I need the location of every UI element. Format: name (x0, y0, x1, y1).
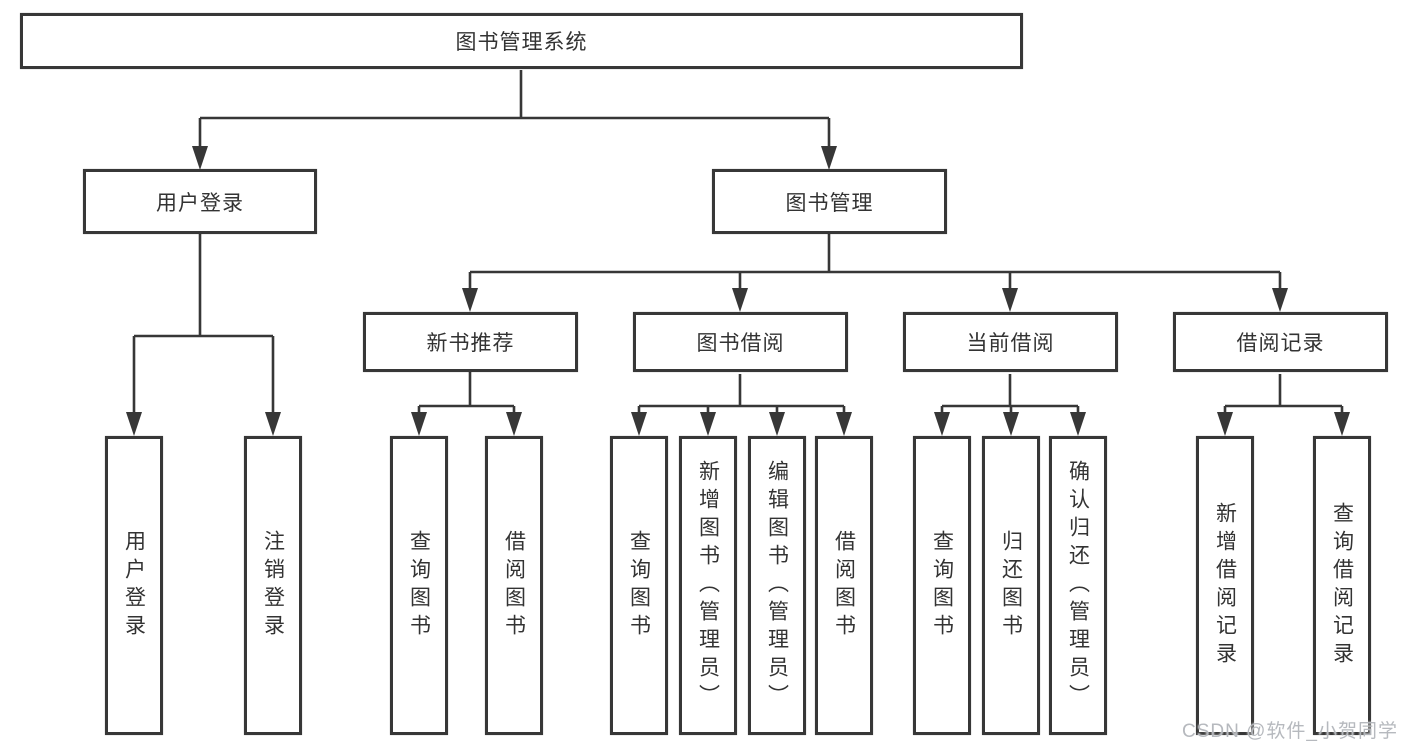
leaf-add-borrow-record: 新增借阅记录 (1196, 436, 1254, 735)
node-library-management-system: 图书管理系统 (20, 13, 1023, 69)
arrowhead (700, 412, 716, 436)
watermark: CSDN @软件_小贺同学 (1182, 721, 1398, 742)
node-label: 图书借阅 (696, 332, 785, 355)
node-new-book-recommendation: 新书推荐 (363, 312, 578, 372)
leaf-edit-books-admin: 编辑图书（管理员） (748, 436, 806, 735)
node-label: 图书管理 (785, 191, 874, 215)
arrowhead (1334, 412, 1350, 436)
arrowhead (192, 146, 208, 170)
node-book-borrowing: 图书借阅 (633, 312, 848, 372)
node-label: 归还图书 (999, 529, 1023, 642)
node-label: 用户登录 (122, 529, 146, 642)
arrowhead (1272, 288, 1288, 312)
node-label: 当前借阅 (966, 332, 1055, 355)
node-label: 查询图书 (930, 529, 954, 642)
leaf-query-books-borrowing: 查询图书 (610, 436, 668, 735)
node-label: 查询图书 (407, 529, 431, 642)
node-user-login: 用户登录 (83, 169, 317, 234)
leaf-borrow-books: 借阅图书 (815, 436, 873, 735)
leaf-borrow-books-recommend: 借阅图书 (485, 436, 543, 735)
node-label: 新增借阅记录 (1213, 501, 1237, 670)
arrowhead (821, 146, 837, 170)
node-label: 新书推荐 (426, 332, 515, 355)
leaf-return-books: 归还图书 (982, 436, 1040, 735)
node-label: 编辑图书（管理员） (765, 459, 789, 712)
arrowhead (1002, 288, 1018, 312)
node-label: 图书管理系统 (455, 31, 588, 54)
node-label: 用户登录 (156, 191, 244, 215)
node-label: 确认归还（管理员） (1066, 459, 1090, 712)
arrowhead (1217, 412, 1233, 436)
arrowhead (631, 412, 647, 436)
arrowhead (769, 412, 785, 436)
arrowhead (732, 288, 748, 312)
arrowhead (1070, 412, 1086, 436)
arrowhead (836, 412, 852, 436)
leaf-query-borrow-record: 查询借阅记录 (1313, 436, 1371, 735)
node-label: 注销登录 (261, 529, 285, 642)
node-borrowing-records: 借阅记录 (1173, 312, 1388, 372)
arrowhead (506, 412, 522, 436)
arrowhead (934, 412, 950, 436)
node-label: 借阅图书 (502, 529, 526, 642)
arrowhead (462, 288, 478, 312)
node-label: 新增图书（管理员） (696, 459, 720, 712)
arrowhead (1003, 412, 1019, 436)
leaf-confirm-return-admin: 确认归还（管理员） (1049, 436, 1107, 735)
node-current-borrowing: 当前借阅 (903, 312, 1118, 372)
node-label: 查询图书 (627, 529, 651, 642)
arrowhead (126, 412, 142, 436)
leaf-user-login: 用户登录 (105, 436, 163, 735)
leaf-query-books-recommend: 查询图书 (390, 436, 448, 735)
arrowhead (265, 412, 281, 436)
arrowhead (411, 412, 427, 436)
node-label: 查询借阅记录 (1330, 501, 1354, 670)
node-book-management: 图书管理 (712, 169, 947, 234)
leaf-query-books-current: 查询图书 (913, 436, 971, 735)
leaf-add-books-admin: 新增图书（管理员） (679, 436, 737, 735)
node-label: 借阅记录 (1236, 332, 1325, 355)
node-label: 借阅图书 (832, 529, 856, 642)
leaf-logout: 注销登录 (244, 436, 302, 735)
